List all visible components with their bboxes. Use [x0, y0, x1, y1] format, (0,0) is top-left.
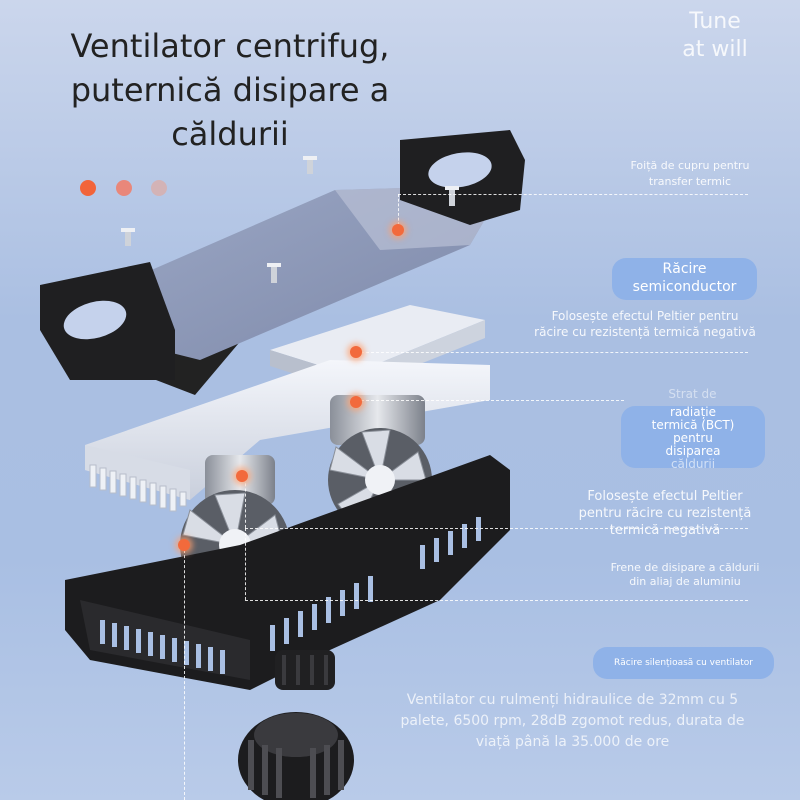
marker-bct — [350, 396, 362, 408]
label-peltier-mid-line-3: termică negativă — [609, 523, 721, 538]
label-copper-line-1: Foiță de cupru pentru — [630, 159, 750, 172]
pill-semiconductor: Răcire semiconductor — [612, 258, 757, 300]
marker-semiconductor — [350, 346, 362, 358]
pill-semiconductor-line-1: Răcire — [662, 261, 707, 277]
label-bct-ghost: Strat de — [668, 387, 717, 401]
label-peltier-top: Folosește efectul Peltier pentru răcire … — [495, 308, 795, 340]
pill-fan: Răcire silențioasă cu ventilator — [593, 647, 774, 679]
tune-watermark: Tune at will — [680, 8, 750, 64]
label-fan-desc: Ventilator cu rulmenți hidraulice de 32m… — [385, 690, 760, 753]
leader-aluminium — [245, 600, 748, 601]
pill-bct-line-5: căldurii — [670, 457, 716, 471]
leader-semiconductor — [356, 352, 748, 353]
pill-bct: radiație termică (BCT) pentru disiparea … — [621, 405, 765, 471]
pill-bct-line-4: disiparea — [665, 444, 721, 458]
leader-copper — [398, 194, 748, 195]
leader-aluminium-drop — [245, 528, 246, 600]
headline: Ventilator centrifug, puternică disipare… — [40, 24, 420, 156]
label-fan-desc-line-3: viață până la 35.000 de ore — [475, 734, 670, 750]
dot-2 — [116, 180, 132, 196]
leader-fan-drop — [184, 545, 185, 800]
leader-peltier-drop — [245, 478, 246, 528]
pill-bct-line-2: termică (BCT) — [651, 418, 735, 432]
label-peltier-mid-line-2: pentru răcire cu rezistență — [578, 506, 752, 521]
label-peltier-top-line-1: Folosește efectul Peltier pentru — [551, 309, 739, 323]
mount-knob — [275, 650, 335, 690]
marker-fan — [178, 539, 190, 551]
dot-3 — [151, 180, 167, 196]
headline-line-1: Ventilator centrifug, — [70, 27, 390, 65]
label-copper-line-2: transfer termic — [648, 175, 732, 188]
label-peltier-top-line-2: răcire cu rezistență termică negativă — [534, 325, 756, 339]
label-aluminium-line-2: din aliaj de aluminiu — [629, 575, 741, 588]
headline-line-3: căldurii — [171, 115, 289, 153]
tune-line-1: Tune — [689, 9, 741, 34]
dot-1 — [80, 180, 96, 196]
headline-line-2: puternică disipare a — [70, 71, 390, 109]
pill-bct-line-3: pentru — [673, 431, 713, 445]
label-copper: Foiță de cupru pentru transfer termic — [600, 158, 780, 190]
label-peltier-mid-line-1: Folosește efectul Peltier — [587, 489, 743, 504]
marker-copper — [392, 224, 404, 236]
leader-copper-drop — [398, 194, 399, 230]
label-peltier-mid: Folosește efectul Peltier pentru răcire … — [540, 488, 790, 539]
label-aluminium: Frene de disipare a căldurii din aliaj d… — [590, 561, 780, 589]
pill-semiconductor-line-2: semiconductor — [632, 279, 737, 295]
leader-bct — [356, 400, 624, 401]
label-fan-desc-line-1: Ventilator cu rulmenți hidraulice de 32m… — [406, 692, 739, 708]
screws — [121, 156, 459, 283]
pill-bct-line-1: radiație — [669, 405, 716, 419]
aluminium-heatsink — [85, 360, 490, 512]
label-aluminium-line-1: Frene de disipare a căldurii — [610, 561, 760, 574]
leader-peltier — [245, 528, 748, 529]
phone-clamp-plate — [40, 130, 525, 395]
mount-nut — [238, 712, 354, 800]
label-fan-desc-line-2: palete, 6500 rpm, 28dB zgomot redus, dur… — [400, 713, 745, 729]
tune-line-2: at will — [682, 37, 748, 62]
fan-housing — [65, 455, 510, 690]
marker-peltier — [236, 470, 248, 482]
